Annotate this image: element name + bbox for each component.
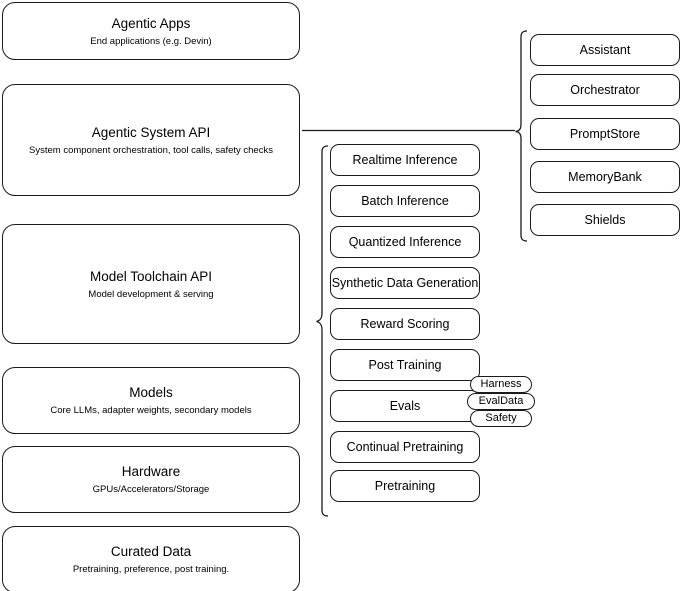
capability-post-training[interactable]: Post Training (330, 349, 480, 381)
capability-label: Continual Pretraining (346, 439, 464, 454)
capability-label: Realtime Inference (352, 152, 458, 167)
layer-title: Hardware (121, 464, 181, 479)
capability-label: Synthetic Data Generation (331, 275, 479, 290)
layer-subtitle: System component orchestration, tool cal… (29, 144, 273, 156)
component-shields[interactable]: Shields (530, 204, 680, 236)
capability-pretraining[interactable]: Pretraining (330, 470, 480, 502)
component-orchestrator[interactable]: Orchestrator (530, 74, 680, 106)
component-memorybank[interactable]: MemoryBank (530, 161, 680, 193)
component-label: Orchestrator (570, 82, 640, 97)
layer-models[interactable]: Models Core LLMs, adapter weights, secon… (2, 367, 300, 434)
layer-hardware[interactable]: Hardware GPUs/Accelerators/Storage (2, 446, 300, 513)
component-label: PromptStore (569, 126, 641, 141)
layer-subtitle: GPUs/Accelerators/Storage (92, 484, 210, 495)
layer-subtitle: Pretraining, preference, post training. (72, 564, 230, 575)
toolchain-capabilities-bracket (316, 145, 329, 517)
component-promptstore[interactable]: PromptStore (530, 118, 680, 150)
eval-pill-evaldata[interactable]: EvalData (467, 393, 535, 410)
layer-title: Agentic System API (91, 124, 211, 140)
layer-agentic-apps[interactable]: Agentic Apps End applications (e.g. Devi… (2, 2, 300, 60)
layer-title: Curated Data (110, 544, 192, 559)
system-components-bracket (515, 30, 528, 242)
component-label: MemoryBank (568, 169, 642, 184)
layer-title: Model Toolchain API (89, 268, 213, 284)
capability-evals[interactable]: Evals (330, 390, 480, 422)
eval-pill-safety[interactable]: Safety (470, 410, 532, 427)
component-label: Shields (584, 212, 626, 227)
layer-title: Agentic Apps (111, 15, 191, 31)
layer-model-toolchain-api[interactable]: Model Toolchain API Model development & … (2, 224, 300, 344)
capability-label: Evals (389, 398, 421, 413)
layer-subtitle: Core LLMs, adapter weights, secondary mo… (50, 405, 252, 416)
capability-continual-pretraining[interactable]: Continual Pretraining (330, 431, 480, 463)
layer-subtitle: Model development & serving (88, 288, 214, 300)
capability-batch-inference[interactable]: Batch Inference (330, 185, 480, 217)
layer-subtitle: End applications (e.g. Devin) (90, 35, 212, 47)
capability-label: Post Training (368, 357, 442, 372)
capability-label: Quantized Inference (348, 234, 462, 249)
layer-title: Models (129, 385, 173, 400)
component-label: Assistant (579, 42, 631, 57)
component-assistant[interactable]: Assistant (530, 34, 680, 66)
capability-synthetic-data-generation[interactable]: Synthetic Data Generation (330, 267, 480, 299)
capability-label: Reward Scoring (360, 316, 450, 331)
capability-label: Pretraining (374, 478, 436, 493)
capability-quantized-inference[interactable]: Quantized Inference (330, 226, 480, 258)
capability-realtime-inference[interactable]: Realtime Inference (330, 144, 480, 176)
eval-pill-harness[interactable]: Harness (470, 376, 532, 393)
capability-reward-scoring[interactable]: Reward Scoring (330, 308, 480, 340)
layer-agentic-system-api[interactable]: Agentic System API System component orch… (2, 84, 300, 196)
capability-label: Batch Inference (361, 193, 449, 208)
layer-curated-data[interactable]: Curated Data Pretraining, preference, po… (2, 526, 300, 591)
